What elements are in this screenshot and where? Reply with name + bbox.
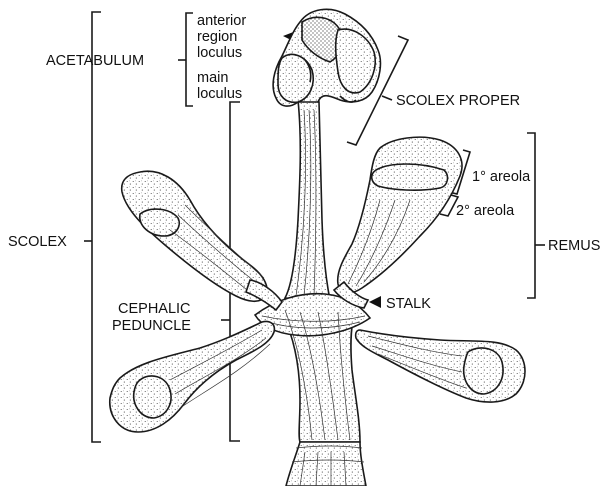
- stalk-label: STALK: [386, 296, 431, 312]
- scolex-label: SCOLEX: [8, 234, 67, 250]
- acetabulum-bracket: [178, 13, 193, 106]
- anterior-region-loculus-label-2: region: [197, 29, 237, 45]
- remus-bracket: [527, 133, 545, 298]
- cephalic-peduncle-label-1: CEPHALIC: [118, 301, 191, 317]
- anterior-region-loculus-label-1: anterior: [197, 13, 246, 29]
- scolex-bracket: [84, 12, 101, 442]
- scolex-proper-label: SCOLEX PROPER: [396, 93, 520, 109]
- anterior-region-loculus-label-3: loculus: [197, 45, 242, 61]
- acetabulum-label: ACETABULUM: [46, 53, 144, 69]
- main-loculus-label-1: main: [197, 70, 228, 86]
- main-loculus-label-2: loculus: [197, 86, 242, 102]
- remus-upper-right: [334, 137, 462, 308]
- remus-upper-left: [122, 171, 282, 310]
- cephalic-peduncle-label-2: PEDUNCLE: [112, 318, 191, 334]
- areola-2-label: 2° areola: [456, 203, 515, 219]
- scolex-body: [110, 9, 525, 486]
- remus-label: REMUS: [548, 238, 600, 254]
- scolex-proper-head: [273, 9, 380, 106]
- stalk-pointer: [369, 296, 381, 308]
- remus-lower-left: [110, 321, 275, 432]
- remus-lower-right: [356, 330, 525, 402]
- areola-1-label: 1° areola: [472, 169, 531, 185]
